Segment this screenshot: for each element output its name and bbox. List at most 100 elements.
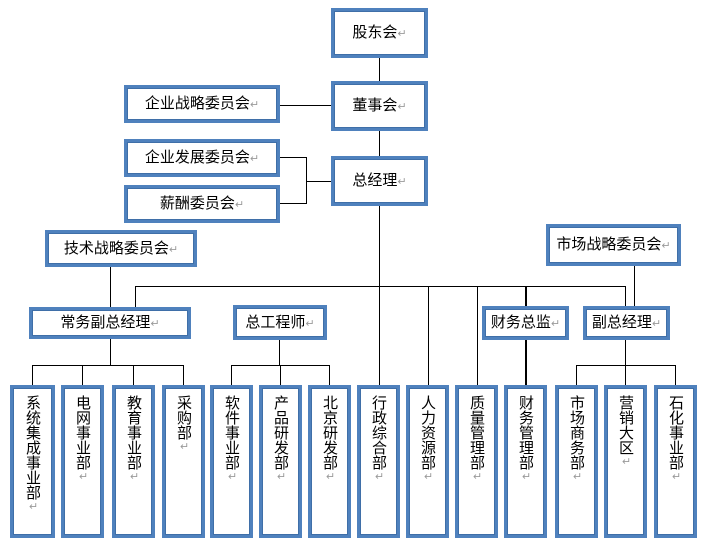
connector-branch-system-integration xyxy=(32,365,33,387)
node-shareholders[interactable]: 股东会↵ xyxy=(331,8,428,58)
node-deputy-gm[interactable]: 副总经理↵ xyxy=(583,306,670,340)
node-dept-beijing-rd-label: 北京研发部 xyxy=(321,395,339,470)
paragraph-mark: ↵ xyxy=(620,455,633,468)
connector-committee-to-gm xyxy=(306,181,341,182)
connector-cfo-finance-dept xyxy=(525,338,526,387)
node-dept-admin-label: 行政综合部 xyxy=(370,395,388,470)
paragraph-mark: ↵ xyxy=(249,98,260,112)
paragraph-mark: ↵ xyxy=(397,27,407,41)
node-dept-beijing-rd[interactable]: 北京研发部↵ xyxy=(308,385,351,538)
connector-branch-power-grid xyxy=(82,365,83,387)
main-bus xyxy=(135,286,625,287)
connector-chief-engineer-down xyxy=(279,338,280,365)
paragraph-mark: ↵ xyxy=(128,470,141,483)
connector-market-committee-deputy-gm xyxy=(634,266,635,308)
paragraph-mark: ↵ xyxy=(520,470,533,483)
connector-bus-admin xyxy=(428,286,429,386)
node-dept-market-business[interactable]: 市场商务部↵ xyxy=(555,385,598,538)
node-committee-compensation-label: 薪酬委员会 xyxy=(159,194,235,213)
node-dept-system-integration[interactable]: 系统集成事业部↵ xyxy=(10,385,55,538)
paragraph-mark: ↵ xyxy=(397,175,407,189)
node-committee-development-label: 企业发展委员会 xyxy=(144,148,250,167)
paragraph-mark: ↵ xyxy=(249,152,260,166)
connector-bus-cfo xyxy=(525,286,526,308)
node-exec-deputy-gm[interactable]: 常务副总经理↵ xyxy=(29,307,191,339)
node-chief-engineer[interactable]: 总工程师↵ xyxy=(233,305,327,340)
node-board-label: 董事会 xyxy=(352,96,398,115)
node-dept-system-integration-label: 系统集成事业部 xyxy=(24,395,42,500)
paragraph-mark: ↵ xyxy=(550,317,561,331)
paragraph-mark: ↵ xyxy=(150,317,160,331)
connector-branch-software xyxy=(231,365,232,387)
node-dept-admin[interactable]: 行政综合部↵ xyxy=(357,385,400,538)
connector-committee-riser xyxy=(306,157,307,204)
paragraph-mark: ↵ xyxy=(77,470,90,483)
node-dept-quality-label: 质量管理部 xyxy=(468,395,486,470)
connector-board-gm xyxy=(379,131,380,157)
node-dept-product-rd-label: 产品研发部 xyxy=(272,395,290,470)
paragraph-mark: ↵ xyxy=(226,470,239,483)
node-dept-procurement-label: 采购部 xyxy=(175,395,193,440)
paragraph-mark: ↵ xyxy=(397,100,407,114)
connector-branch-procurement xyxy=(183,365,184,387)
paragraph-mark: ↵ xyxy=(168,242,179,256)
connector-deputy-gm-down xyxy=(625,338,626,365)
node-dept-sales-region[interactable]: 营销大区↵ xyxy=(604,385,647,538)
connector-branch-petrochemical xyxy=(675,365,676,387)
paragraph-mark: ↵ xyxy=(471,470,484,483)
node-exec-deputy-gm-label: 常务副总经理 xyxy=(60,313,151,332)
paragraph-mark: ↵ xyxy=(651,317,662,331)
node-general-manager-label: 总经理 xyxy=(352,171,398,190)
node-cfo-label: 财务总监 xyxy=(490,313,551,332)
branch-bar-exec-deputy xyxy=(32,365,183,366)
node-dept-education[interactable]: 教育事业部↵ xyxy=(112,385,155,538)
connector-bus-exec-deputy xyxy=(135,286,136,308)
paragraph-mark: ↵ xyxy=(571,470,584,483)
paragraph-mark: ↵ xyxy=(324,470,337,483)
node-chief-engineer-label: 总工程师 xyxy=(245,312,306,331)
node-dept-power-grid-label: 电网事业部 xyxy=(74,395,92,470)
connector-tech-committee-exec-deputy xyxy=(110,266,111,308)
node-committee-compensation[interactable]: 薪酬委员会↵ xyxy=(124,185,280,223)
node-committee-market-strategy[interactable]: 市场战略委员会↵ xyxy=(546,224,681,266)
connector-branch-product-rd xyxy=(280,365,281,387)
node-shareholders-label: 股东会 xyxy=(352,23,398,42)
node-board[interactable]: 董事会↵ xyxy=(331,81,428,131)
node-dept-software[interactable]: 软件事业部↵ xyxy=(210,385,253,538)
connector-gm-down xyxy=(379,206,380,386)
node-dept-quality[interactable]: 质量管理部↵ xyxy=(455,385,498,538)
node-dept-finance-label: 财务管理部 xyxy=(517,395,535,470)
connector-bus-deputy-gm xyxy=(625,286,626,308)
paragraph-mark: ↵ xyxy=(422,470,435,483)
node-committee-development[interactable]: 企业发展委员会↵ xyxy=(124,139,280,177)
connector-branch-education xyxy=(133,365,134,387)
node-dept-petrochemical[interactable]: 石化事业部↵ xyxy=(654,385,697,538)
paragraph-mark: ↵ xyxy=(234,198,245,212)
node-committee-tech-strategy[interactable]: 技术战略委员会↵ xyxy=(45,230,197,267)
connector-branch-market-business xyxy=(576,365,577,387)
node-dept-petrochemical-label: 石化事业部 xyxy=(667,395,685,470)
node-dept-procurement[interactable]: 采购部↵ xyxy=(162,385,205,538)
connector-strategy-committee-board xyxy=(279,105,341,106)
node-dept-product-rd[interactable]: 产品研发部↵ xyxy=(259,385,302,538)
paragraph-mark: ↵ xyxy=(27,500,40,513)
node-committee-tech-strategy-label: 技术战略委员会 xyxy=(63,238,169,257)
node-dept-hr[interactable]: 人力资源部↵ xyxy=(406,385,449,538)
node-dept-sales-region-label: 营销大区 xyxy=(617,395,635,455)
node-dept-education-label: 教育事业部 xyxy=(125,395,143,470)
node-cfo[interactable]: 财务总监↵ xyxy=(482,306,569,340)
node-committee-strategy[interactable]: 企业战略委员会↵ xyxy=(124,85,280,123)
connector-branch-beijing-rd xyxy=(329,365,330,387)
node-deputy-gm-label: 副总经理 xyxy=(591,313,652,332)
connector-bus-hr xyxy=(477,286,478,386)
connector-shareholders-board xyxy=(379,58,380,85)
connector-exec-deputy-down xyxy=(110,338,111,365)
connector-compensation-committee-stub xyxy=(279,203,306,204)
node-dept-finance[interactable]: 财务管理部↵ xyxy=(504,385,547,538)
node-dept-hr-label: 人力资源部 xyxy=(419,395,437,470)
node-dept-power-grid[interactable]: 电网事业部↵ xyxy=(61,385,104,538)
node-general-manager[interactable]: 总经理↵ xyxy=(331,156,428,206)
paragraph-mark: ↵ xyxy=(670,470,683,483)
paragraph-mark: ↵ xyxy=(178,440,191,453)
